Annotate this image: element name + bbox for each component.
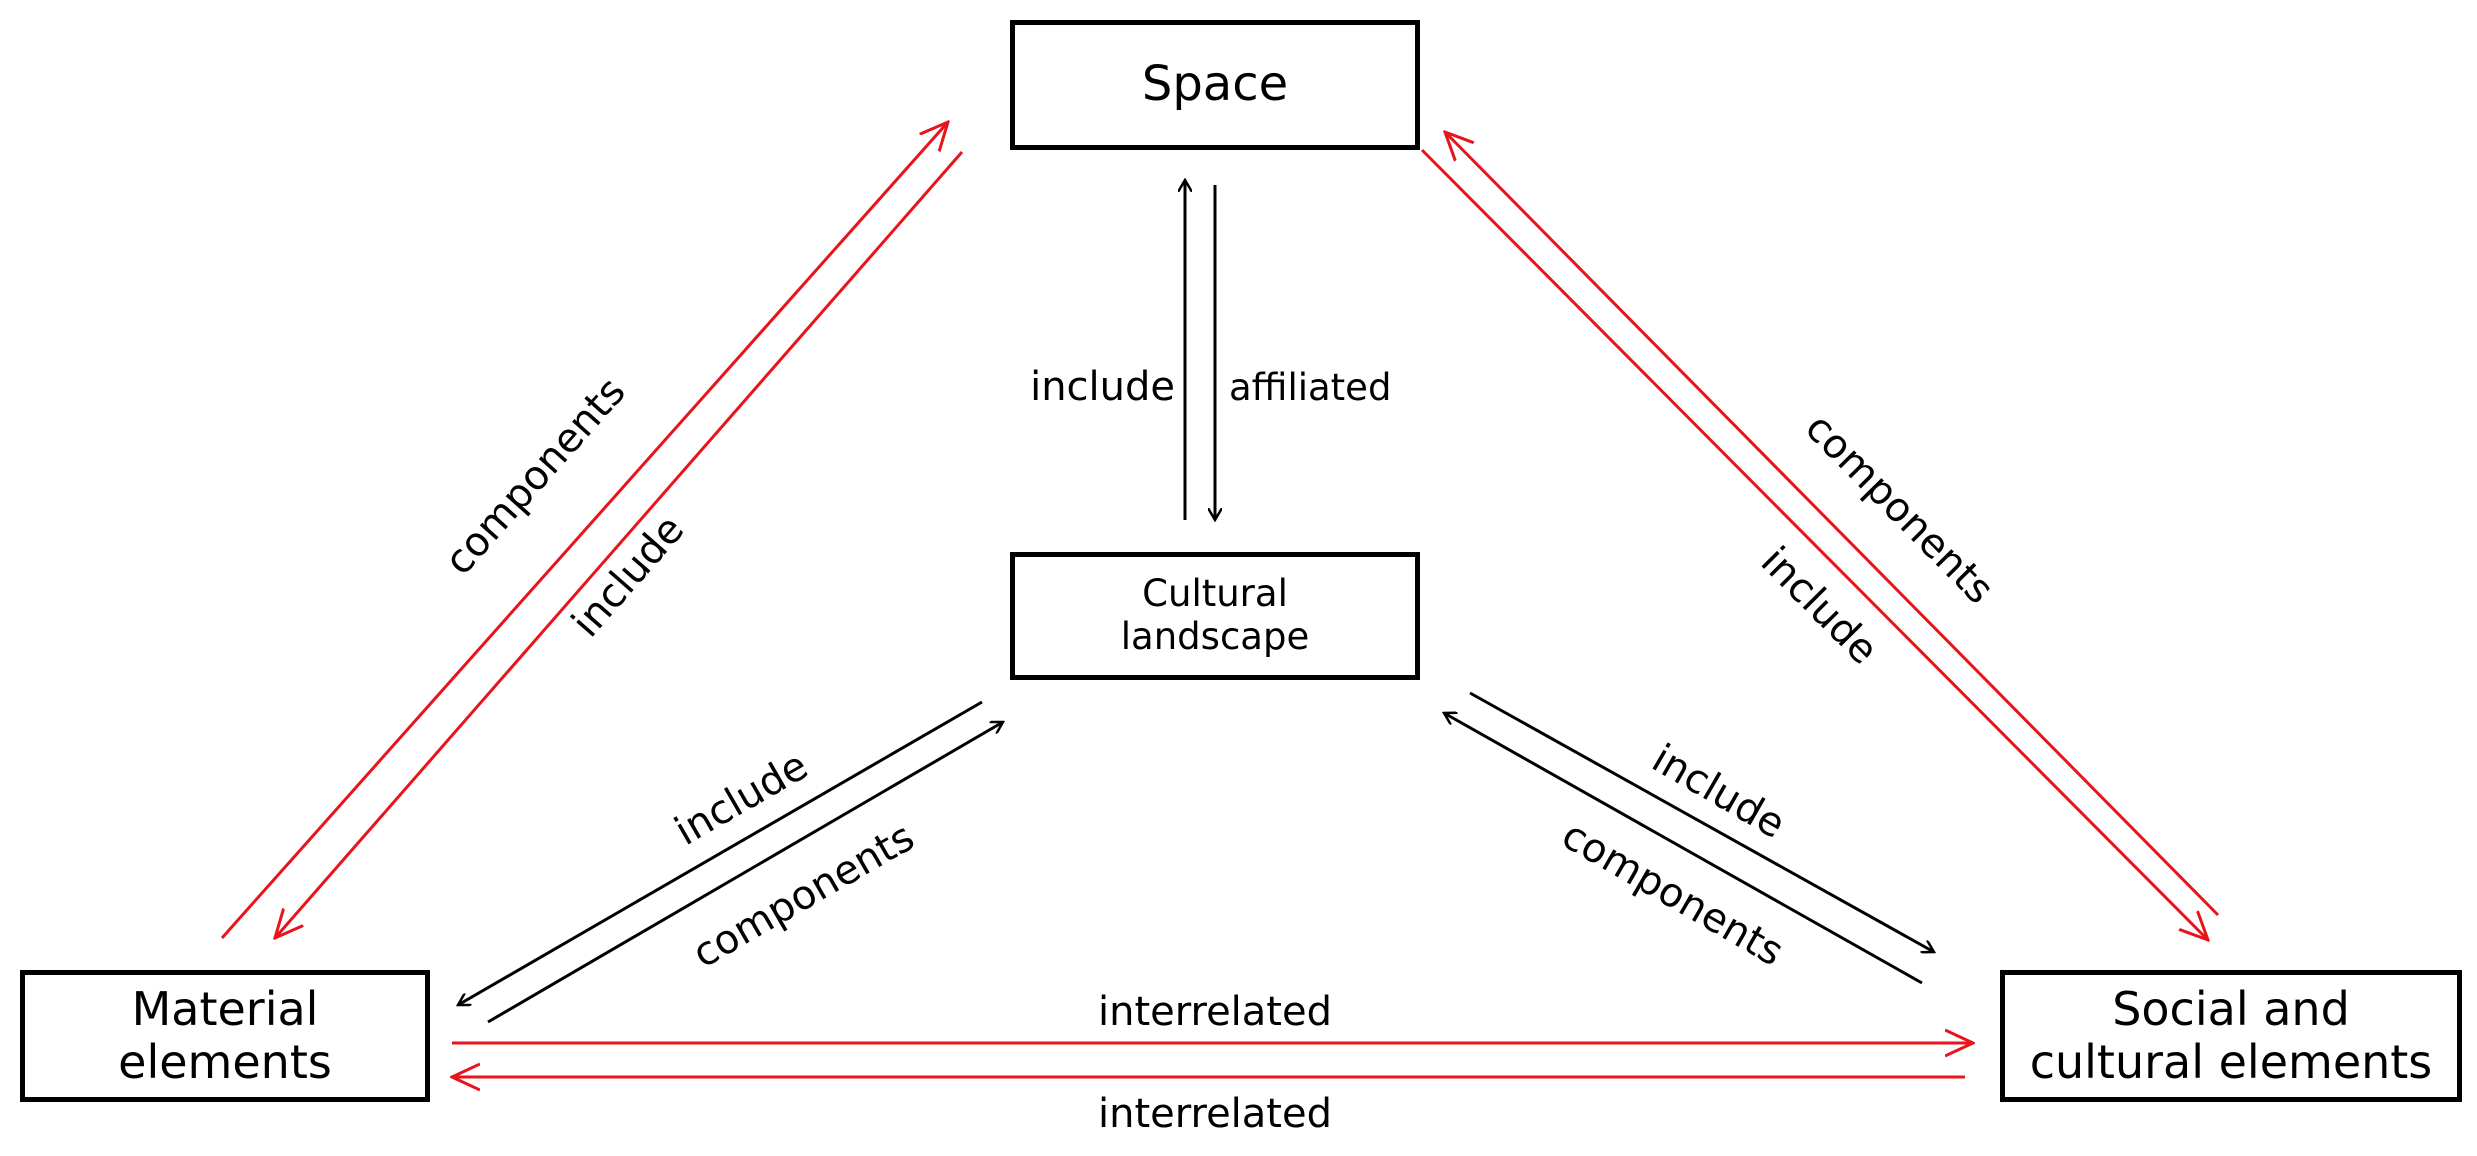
label-material-social-interrelated: interrelated [1098, 989, 1332, 1035]
arrow-material-to-space [220, 122, 948, 939]
label-cultural-space-affiliated: affiliated [1229, 366, 1391, 409]
node-material-elements-line-2: elements [118, 1035, 332, 1089]
arrow-material-to-cultural [487, 720, 1003, 1024]
node-social-cultural-elements-line-2: cultural elements [2029, 1035, 2433, 1089]
node-material-elements: Material elements [20, 970, 430, 1102]
label-cultural-material-include: include [667, 743, 816, 855]
node-social-cultural-elements: Social and cultural elements [2000, 970, 2462, 1102]
node-cultural-landscape-line-2: landscape [1120, 615, 1310, 658]
arrow-cultural-to-material [458, 700, 983, 1005]
arrow-social-to-space [1445, 132, 2220, 917]
node-cultural-landscape: Cultural landscape [1010, 552, 1420, 680]
node-space-label: Space [1141, 56, 1289, 113]
node-social-cultural-elements-line-1: Social and [2112, 982, 2350, 1037]
label-material-space-components: components [436, 369, 635, 584]
arrow-cultural-to-social [1469, 691, 1934, 952]
label-space-material-include: include [563, 507, 693, 646]
arrow-space-to-social [1420, 148, 2208, 940]
node-cultural-landscape-line-1: Cultural [1142, 572, 1288, 616]
label-space-cultural-include: include [1030, 364, 1175, 410]
node-space: Space [1010, 20, 1420, 150]
arrow-social-to-cultural [1444, 713, 1923, 985]
arrow-space-to-material [275, 151, 964, 938]
label-social-material-interrelated: interrelated [1098, 1091, 1332, 1137]
node-material-elements-line-1: Material [131, 982, 319, 1037]
